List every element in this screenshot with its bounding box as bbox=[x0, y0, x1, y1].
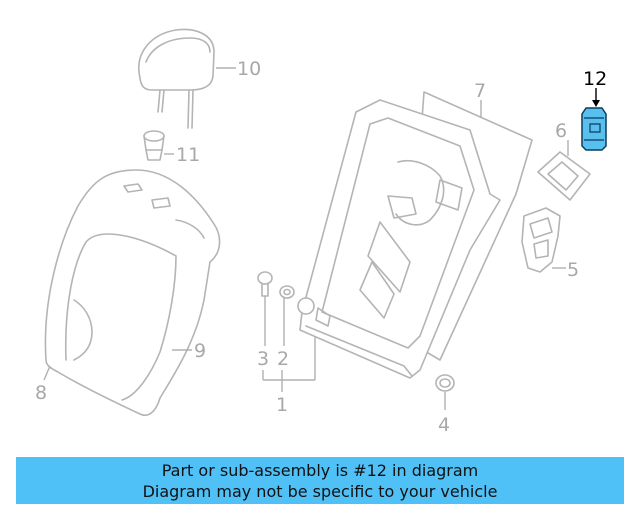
callout-11: 11 bbox=[176, 144, 200, 166]
headrest-guide-part-11[interactable] bbox=[143, 130, 165, 161]
callout-9: 9 bbox=[194, 340, 206, 362]
callout-2: 2 bbox=[277, 348, 289, 370]
callout-5: 5 bbox=[567, 259, 579, 281]
callout-3: 3 bbox=[257, 348, 269, 370]
callout-8: 8 bbox=[35, 382, 47, 404]
bolt-part-3[interactable] bbox=[257, 271, 273, 297]
callout-1: 1 bbox=[276, 394, 288, 416]
callout-7: 7 bbox=[474, 80, 486, 102]
callout-4: 4 bbox=[438, 414, 450, 436]
parts-diagram: 10 11 9 8 7 1 bbox=[35, 28, 607, 436]
notice-line-disclaimer: Diagram may not be specific to your vehi… bbox=[142, 481, 498, 501]
leader-8 bbox=[43, 365, 51, 381]
callout-12: 12 bbox=[583, 68, 607, 90]
notice-banner: Part or sub-assembly is #12 in diagram D… bbox=[16, 457, 624, 504]
callout-6: 6 bbox=[555, 120, 567, 142]
seatback-cover-part-9[interactable] bbox=[44, 169, 221, 416]
latch-bezel-part-6[interactable] bbox=[537, 151, 591, 201]
notice-line-part: Part or sub-assembly is #12 in diagram bbox=[161, 460, 479, 480]
seatback-frame-part-1[interactable] bbox=[297, 99, 501, 379]
release-knob-part-12[interactable] bbox=[581, 107, 607, 151]
headrest-part-10[interactable] bbox=[138, 28, 215, 129]
arrow-head-icon bbox=[592, 100, 600, 107]
callout-10: 10 bbox=[237, 58, 261, 80]
latch-bracket-part-5[interactable] bbox=[521, 207, 561, 273]
nut-part-2[interactable] bbox=[279, 285, 295, 299]
grommet-part-4[interactable] bbox=[435, 374, 455, 392]
